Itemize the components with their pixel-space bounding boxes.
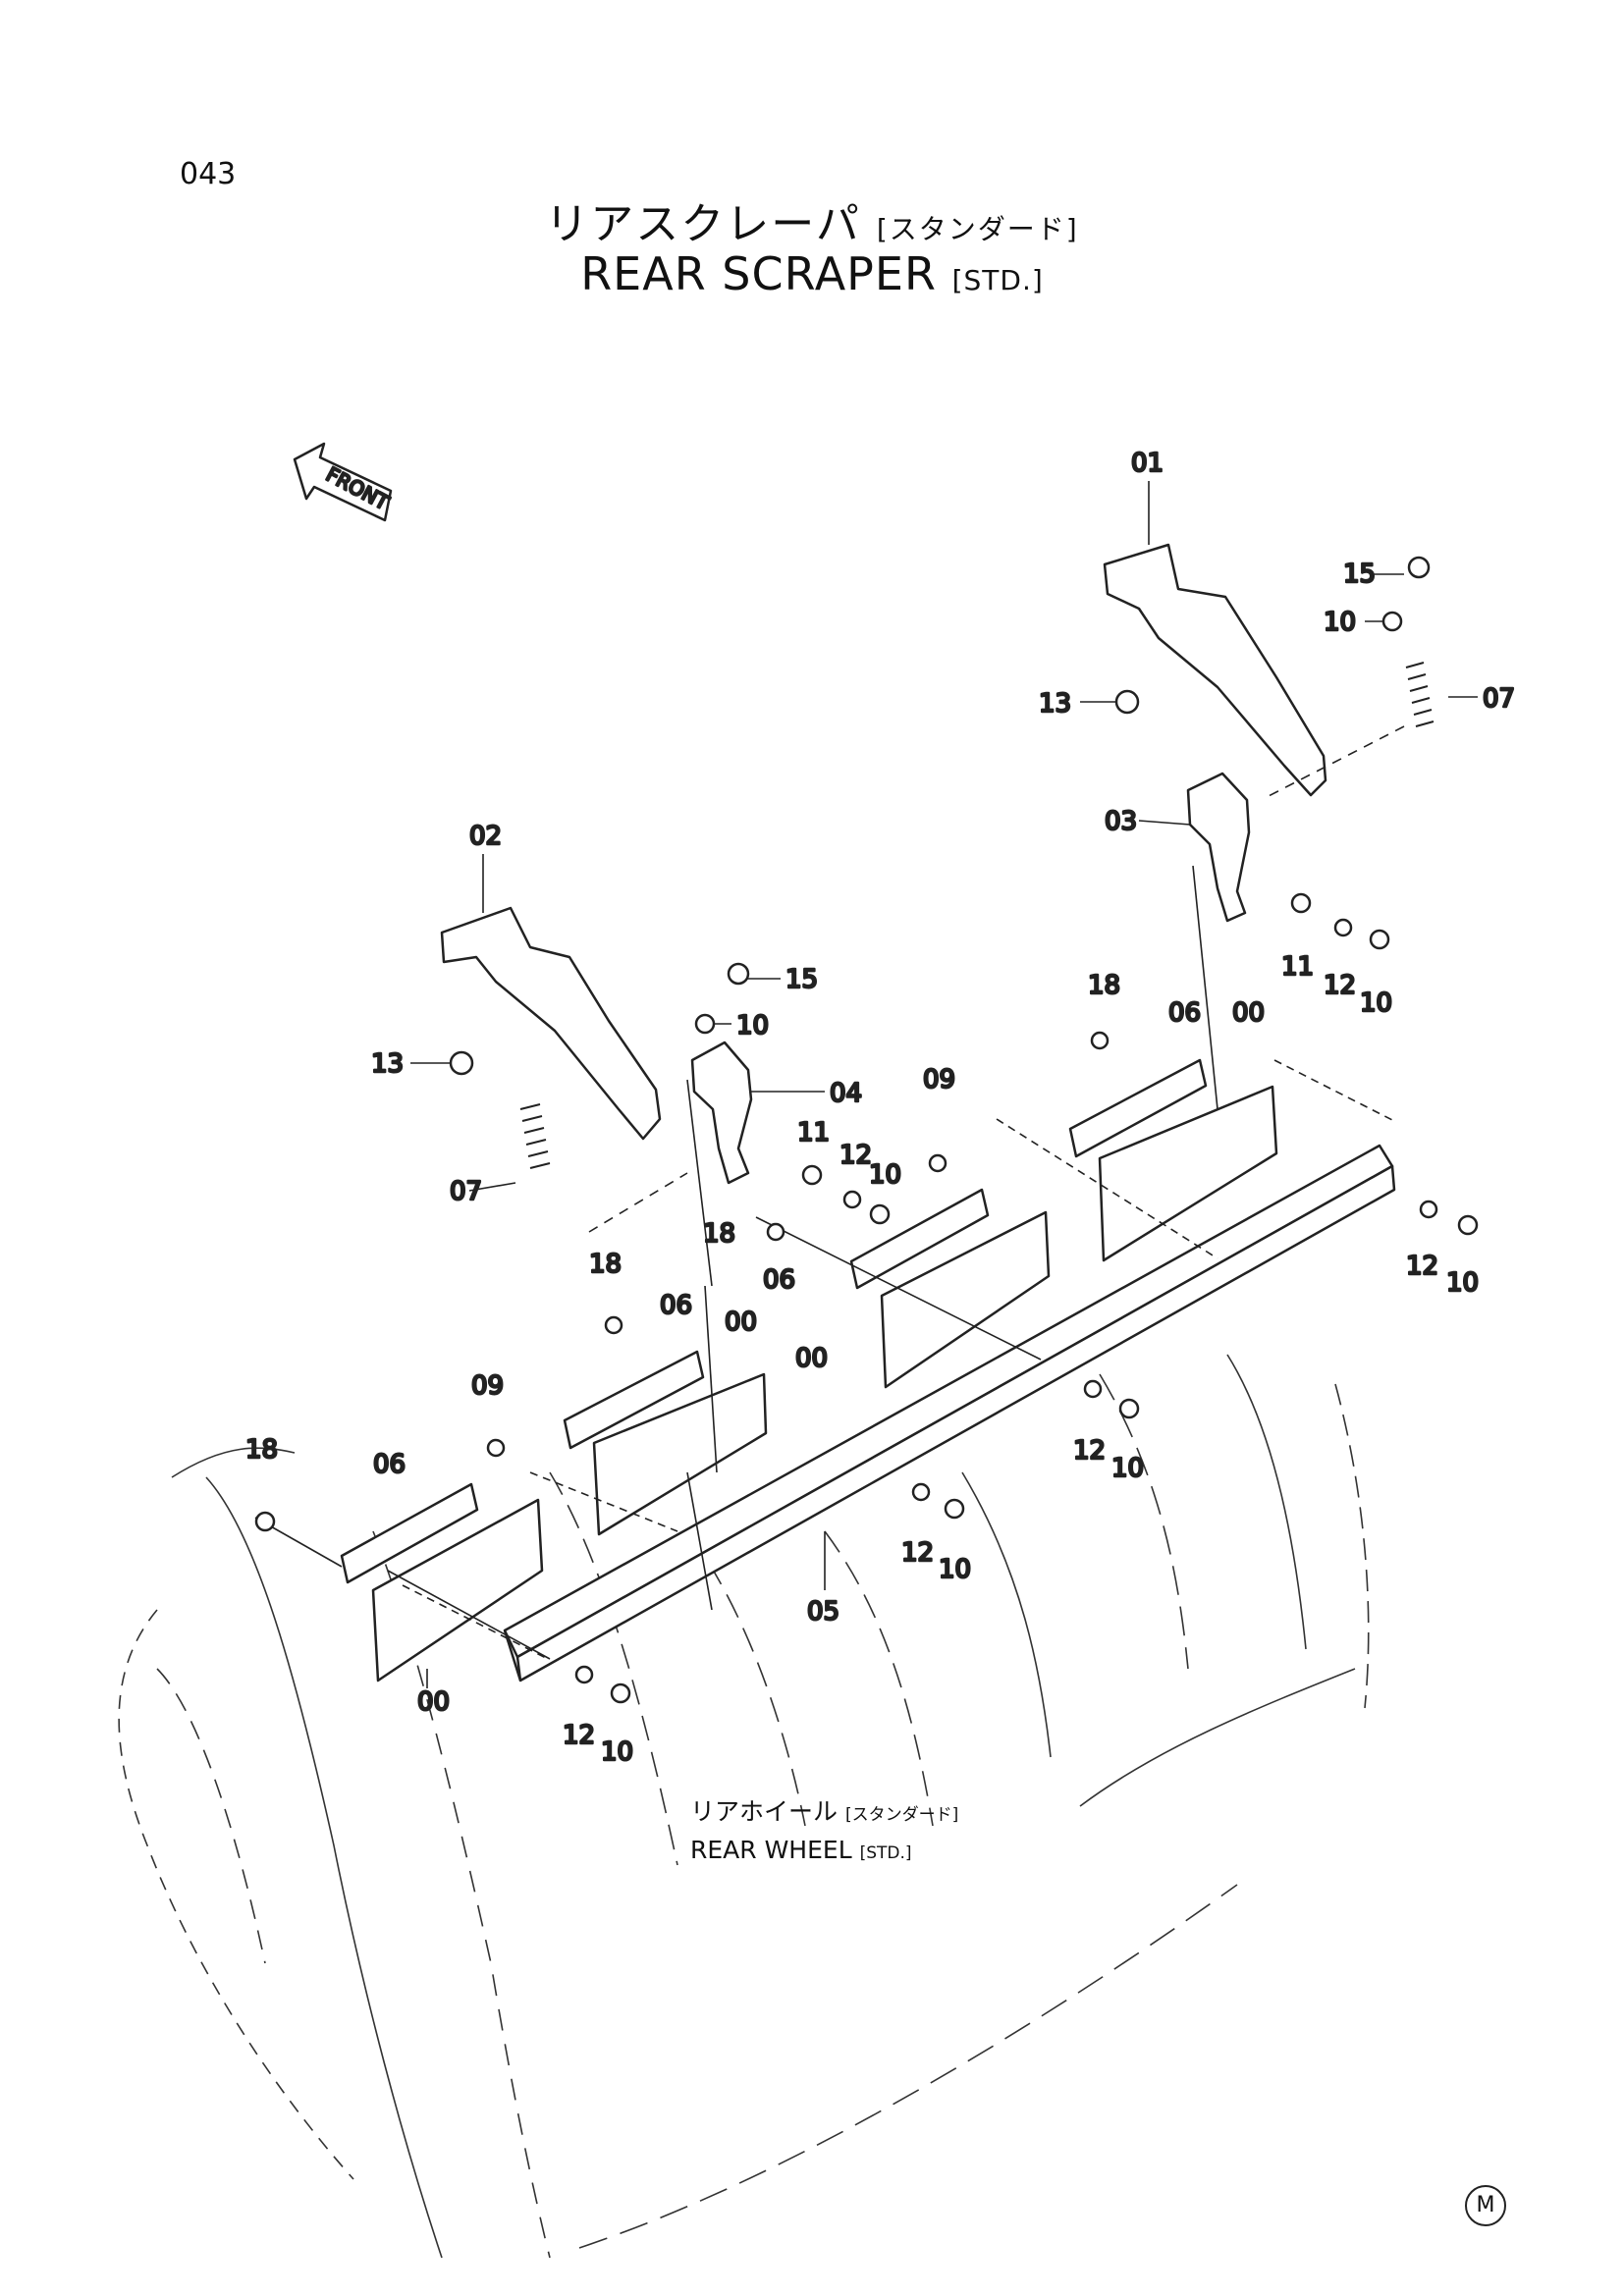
callout-label: 12	[1324, 971, 1356, 1000]
retainer-strips	[340, 1058, 1208, 1584]
callout-label: 06	[660, 1291, 692, 1320]
callout-label: 09	[471, 1371, 504, 1401]
callout-label: 09	[923, 1065, 955, 1095]
callout-label: 06	[373, 1450, 406, 1479]
callout-label: 10	[939, 1555, 971, 1584]
callout-label: 12	[839, 1141, 872, 1170]
callout-label: 07	[1483, 684, 1515, 714]
spring-07-upper	[1405, 662, 1435, 727]
callout-label: 12	[1073, 1436, 1106, 1466]
callout-label: 10	[1446, 1268, 1479, 1298]
callout-label: 10	[1324, 608, 1356, 637]
fasteners	[254, 556, 1479, 1704]
callout-label: 11	[1281, 952, 1314, 982]
bracket-02	[440, 906, 662, 1141]
callout-label: 00	[795, 1344, 828, 1373]
wheel-note-en-sub: [STD.]	[859, 1843, 912, 1863]
callout-label: 06	[763, 1265, 795, 1295]
title-english: REAR SCRAPER [STD.]	[0, 247, 1624, 300]
spring-07-lower	[519, 1103, 551, 1169]
callout-label: 02	[469, 822, 502, 851]
callout-label: 00	[1232, 998, 1265, 1028]
callout-label: 10	[1360, 988, 1392, 1018]
callout-label: 13	[371, 1049, 404, 1079]
callout-label: 05	[807, 1597, 839, 1627]
callout-label: 18	[245, 1435, 278, 1465]
callout-label: 10	[869, 1160, 901, 1190]
callout-label: 04	[830, 1079, 862, 1108]
callout-label: 18	[589, 1250, 622, 1279]
callout-label: 07	[450, 1177, 482, 1206]
wheel-note-en: REAR WHEEL	[690, 1836, 852, 1864]
callout-label: 15	[785, 965, 818, 994]
callout-label: 06	[1168, 998, 1201, 1028]
callout-label: 00	[417, 1687, 450, 1717]
callout-label: 12	[901, 1538, 934, 1568]
callout-label: 11	[797, 1118, 830, 1148]
callout-label: 03	[1105, 807, 1137, 836]
hinge-04	[690, 1041, 753, 1185]
callout-label: 12	[1406, 1252, 1438, 1281]
title-japanese: リアスクレーパ [スタンダード]	[0, 188, 1624, 251]
callout-label: 15	[1343, 560, 1376, 589]
title-jp-main: リアスクレーパ	[545, 199, 861, 249]
wheel-note-jp: リアホイール	[690, 1797, 839, 1826]
hinge-03	[1186, 772, 1251, 923]
title-en-sub: [STD.]	[951, 264, 1044, 296]
callout-label: 10	[601, 1737, 633, 1767]
callout-label: 12	[563, 1721, 595, 1750]
corner-mark: M	[1465, 2185, 1506, 2226]
title-jp-sub: [スタンダード]	[876, 213, 1079, 245]
wheel-note-jp-sub: [スタンダード]	[844, 1805, 959, 1825]
wheel-note: リアホイール [スタンダード] REAR WHEEL [STD.]	[690, 1794, 958, 1871]
callout-label: 18	[703, 1219, 735, 1249]
callout-label: 18	[1088, 971, 1120, 1000]
scraper-plates	[371, 1085, 1278, 1682]
leader-lines	[254, 481, 1478, 1688]
callout-label: 00	[725, 1308, 757, 1337]
bracket-01	[1103, 543, 1327, 797]
title-en-main: REAR SCRAPER	[580, 247, 937, 300]
callout-label: 13	[1039, 689, 1071, 719]
front-arrow-icon: FRONT	[293, 442, 395, 522]
callout-label: 01	[1131, 449, 1164, 478]
callout-label: 10	[1111, 1454, 1144, 1483]
callout-label: 10	[736, 1011, 769, 1041]
callout-labels: 01 15 10 13 07 03 11 12 10 02 15 10 13 0…	[244, 448, 1517, 1769]
page-number: 043	[180, 157, 237, 191]
